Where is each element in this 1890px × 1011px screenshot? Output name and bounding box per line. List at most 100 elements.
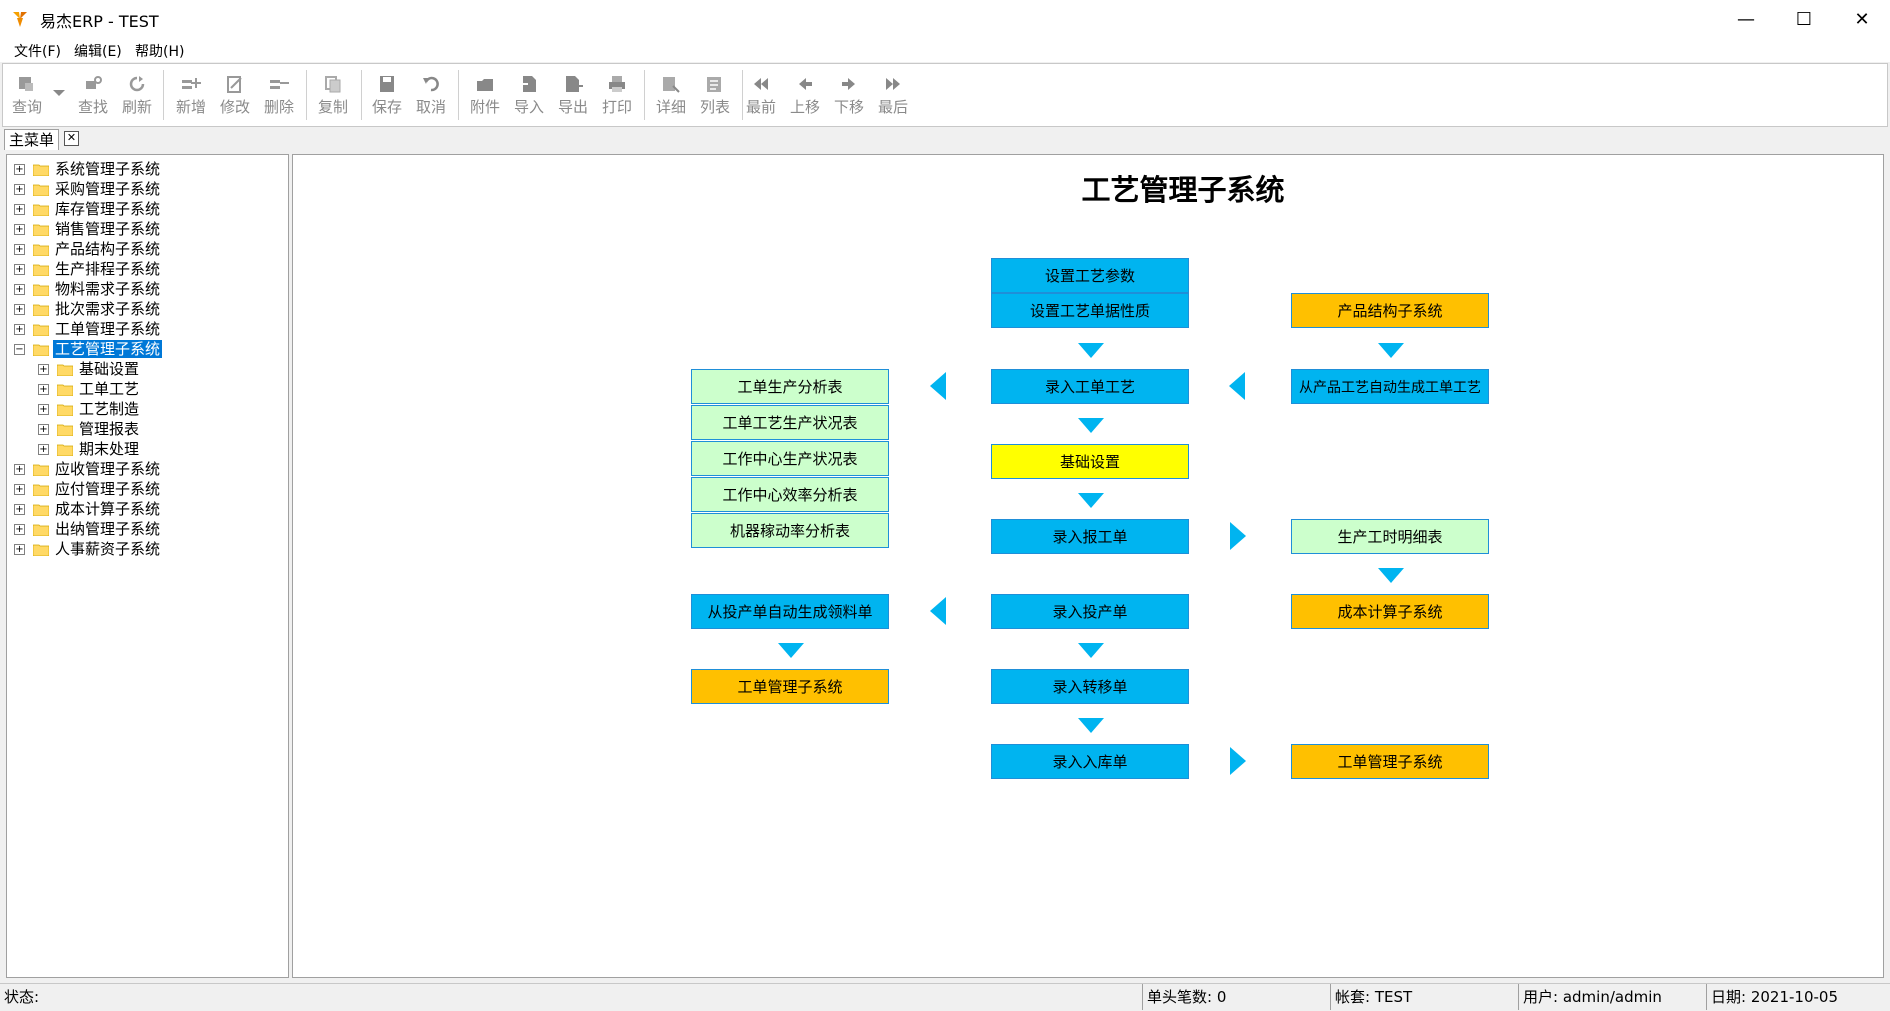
cancel-button[interactable]: 取消 bbox=[411, 68, 451, 122]
report-workcenter-efficiency[interactable]: 工作中心效率分析表 bbox=[691, 477, 889, 512]
tree-item[interactable]: + 批次需求子系统 bbox=[7, 299, 287, 319]
tree-item-label[interactable]: 库存管理子系统 bbox=[55, 200, 161, 218]
tree-expand-icon[interactable]: + bbox=[14, 284, 25, 295]
minimize-window-button[interactable]: — bbox=[1737, 8, 1755, 30]
add-button[interactable]: 新增 bbox=[171, 68, 211, 122]
tree-item[interactable]: +应收管理子系统 bbox=[7, 459, 287, 479]
tree-item[interactable]: + 管理报表 bbox=[7, 419, 287, 439]
tree-item-label[interactable]: 出纳管理子系统 bbox=[55, 520, 161, 538]
tree-expand-icon[interactable]: + bbox=[14, 264, 25, 275]
tree-expand-icon[interactable]: + bbox=[38, 364, 49, 375]
tree-collapse-icon[interactable]: − bbox=[14, 344, 25, 355]
tree-expand-icon[interactable]: + bbox=[14, 504, 25, 515]
query-button[interactable]: 查询 bbox=[7, 68, 47, 122]
tree-expand-icon[interactable]: + bbox=[38, 424, 49, 435]
tree-item-label[interactable]: 应收管理子系统 bbox=[55, 460, 161, 478]
cost-calc-box[interactable]: 成本计算子系统 bbox=[1291, 594, 1489, 629]
tree-item-label[interactable]: 期末处理 bbox=[79, 440, 140, 458]
tree-item-label[interactable]: 人事薪资子系统 bbox=[55, 540, 161, 558]
product-structure-box[interactable]: 产品结构子系统 bbox=[1291, 293, 1489, 328]
tree-expand-icon[interactable]: + bbox=[14, 304, 25, 315]
basic-settings-box[interactable]: 基础设置 bbox=[991, 444, 1189, 479]
first-button[interactable]: 最前 bbox=[741, 68, 781, 122]
report-wo-production-analysis[interactable]: 工单生产分析表 bbox=[691, 369, 889, 404]
tree-item[interactable]: + 系统管理子系统 bbox=[7, 159, 287, 179]
tree-item[interactable]: + 产品结构子系统 bbox=[7, 239, 287, 259]
set-doc-props-box[interactable]: 设置工艺单据性质 bbox=[991, 293, 1189, 328]
tree-item[interactable]: + 物料需求子系统 bbox=[7, 279, 287, 299]
labor-hours-detail-box[interactable]: 生产工时明细表 bbox=[1291, 519, 1489, 554]
auto-gen-wo-process-box[interactable]: 从产品工艺自动生成工单工艺 bbox=[1291, 369, 1489, 404]
tree-item-label[interactable]: 产品结构子系统 bbox=[55, 240, 161, 258]
list-button[interactable]: 列表 bbox=[695, 68, 735, 122]
tree-expand-icon[interactable]: + bbox=[38, 404, 49, 415]
report-workcenter-status[interactable]: 工作中心生产状况表 bbox=[691, 441, 889, 476]
menu-file[interactable]: 文件(F) bbox=[14, 44, 61, 60]
maximize-window-button[interactable]: ☐ bbox=[1795, 8, 1813, 30]
tree-item-label[interactable]: 工单工艺 bbox=[79, 380, 140, 398]
tree-item-label[interactable]: 工单管理子系统 bbox=[55, 320, 161, 338]
tab-main-menu[interactable]: 主菜单 bbox=[4, 129, 60, 150]
move-up-button[interactable]: 上移 bbox=[785, 68, 825, 122]
detail-button[interactable]: 详细 bbox=[651, 68, 691, 122]
tree-expand-icon[interactable]: + bbox=[14, 544, 25, 555]
refresh-button[interactable]: 刷新 bbox=[117, 68, 157, 122]
tree-item[interactable]: + 工艺制造 bbox=[7, 399, 287, 419]
tree-expand-icon[interactable]: + bbox=[14, 164, 25, 175]
tree-item[interactable]: + 成本计算子系统 bbox=[7, 499, 287, 519]
report-wo-process-status[interactable]: 工单工艺生产状况表 bbox=[691, 405, 889, 440]
last-button[interactable]: 最后 bbox=[873, 68, 913, 122]
tree-item[interactable]: +应付管理子系统 bbox=[7, 479, 287, 499]
close-window-button[interactable]: ✕ bbox=[1854, 8, 1870, 30]
tree-item[interactable]: + 销售管理子系统 bbox=[7, 219, 287, 239]
tree-item-label[interactable]: 工艺管理子系统 bbox=[53, 340, 163, 358]
tab-close-icon[interactable]: ✕ bbox=[64, 131, 79, 146]
copy-button[interactable]: 复制 bbox=[313, 68, 353, 122]
tree-item-label[interactable]: 采购管理子系统 bbox=[55, 180, 161, 198]
tree-item-label[interactable]: 基础设置 bbox=[79, 360, 140, 378]
move-down-button[interactable]: 下移 bbox=[829, 68, 869, 122]
enter-transfer-box[interactable]: 录入转移单 bbox=[991, 669, 1189, 704]
tree-item[interactable]: +出纳管理子系统 bbox=[7, 519, 287, 539]
tree-item-label[interactable]: 物料需求子系统 bbox=[55, 280, 161, 298]
save-button[interactable]: 保存 bbox=[367, 68, 407, 122]
tree-item-label[interactable]: 成本计算子系统 bbox=[55, 500, 161, 518]
set-process-params-box[interactable]: 设置工艺参数 bbox=[991, 258, 1189, 293]
export-button[interactable]: 导出 bbox=[553, 68, 593, 122]
tree-item-label[interactable]: 工艺制造 bbox=[79, 400, 140, 418]
auto-gen-picking-box[interactable]: 从投产单自动生成领料单 bbox=[691, 594, 889, 629]
tree-expand-icon[interactable]: + bbox=[38, 384, 49, 395]
tree-item-label[interactable]: 批次需求子系统 bbox=[55, 300, 161, 318]
menu-edit[interactable]: 编辑(E) bbox=[74, 44, 122, 60]
tree-expand-icon[interactable]: + bbox=[14, 204, 25, 215]
tree-item[interactable]: + 工单工艺 bbox=[7, 379, 287, 399]
wo-mgmt-left-box[interactable]: 工单管理子系统 bbox=[691, 669, 889, 704]
delete-button[interactable]: 删除 bbox=[259, 68, 299, 122]
tree-item-label[interactable]: 系统管理子系统 bbox=[55, 160, 161, 178]
attach-button[interactable]: 附件 bbox=[465, 68, 505, 122]
menu-help[interactable]: 帮助(H) bbox=[135, 44, 185, 60]
tree-item-label[interactable]: 生产排程子系统 bbox=[55, 260, 161, 278]
tree-expand-icon[interactable]: + bbox=[14, 244, 25, 255]
tree-item[interactable]: +工单管理子系统 bbox=[7, 319, 287, 339]
tree-expand-icon[interactable]: + bbox=[14, 224, 25, 235]
tree-item[interactable]: + 生产排程子系统 bbox=[7, 259, 287, 279]
import-button[interactable]: 导入 bbox=[509, 68, 549, 122]
tree-item-label[interactable]: 销售管理子系统 bbox=[55, 220, 161, 238]
tree-item-label[interactable]: 管理报表 bbox=[79, 420, 140, 438]
tree-expand-icon[interactable]: + bbox=[38, 444, 49, 455]
query-dropdown-icon[interactable] bbox=[53, 90, 65, 96]
edit-button[interactable]: 修改 bbox=[215, 68, 255, 122]
tree-expand-icon[interactable]: + bbox=[14, 484, 25, 495]
find-button[interactable]: 查找 bbox=[73, 68, 113, 122]
enter-report-box[interactable]: 录入报工单 bbox=[991, 519, 1189, 554]
print-button[interactable]: 打印 bbox=[597, 68, 637, 122]
enter-stockin-box[interactable]: 录入入库单 bbox=[991, 744, 1189, 779]
enter-production-box[interactable]: 录入投产单 bbox=[991, 594, 1189, 629]
tree-item[interactable]: − 工艺管理子系统 bbox=[7, 339, 287, 359]
tree-item[interactable]: + 基础设置 bbox=[7, 359, 287, 379]
tree-expand-icon[interactable]: + bbox=[14, 184, 25, 195]
wo-mgmt-right-box[interactable]: 工单管理子系统 bbox=[1291, 744, 1489, 779]
report-machine-utilization[interactable]: 机器稼动率分析表 bbox=[691, 513, 889, 548]
tree-item[interactable]: + 库存管理子系统 bbox=[7, 199, 287, 219]
